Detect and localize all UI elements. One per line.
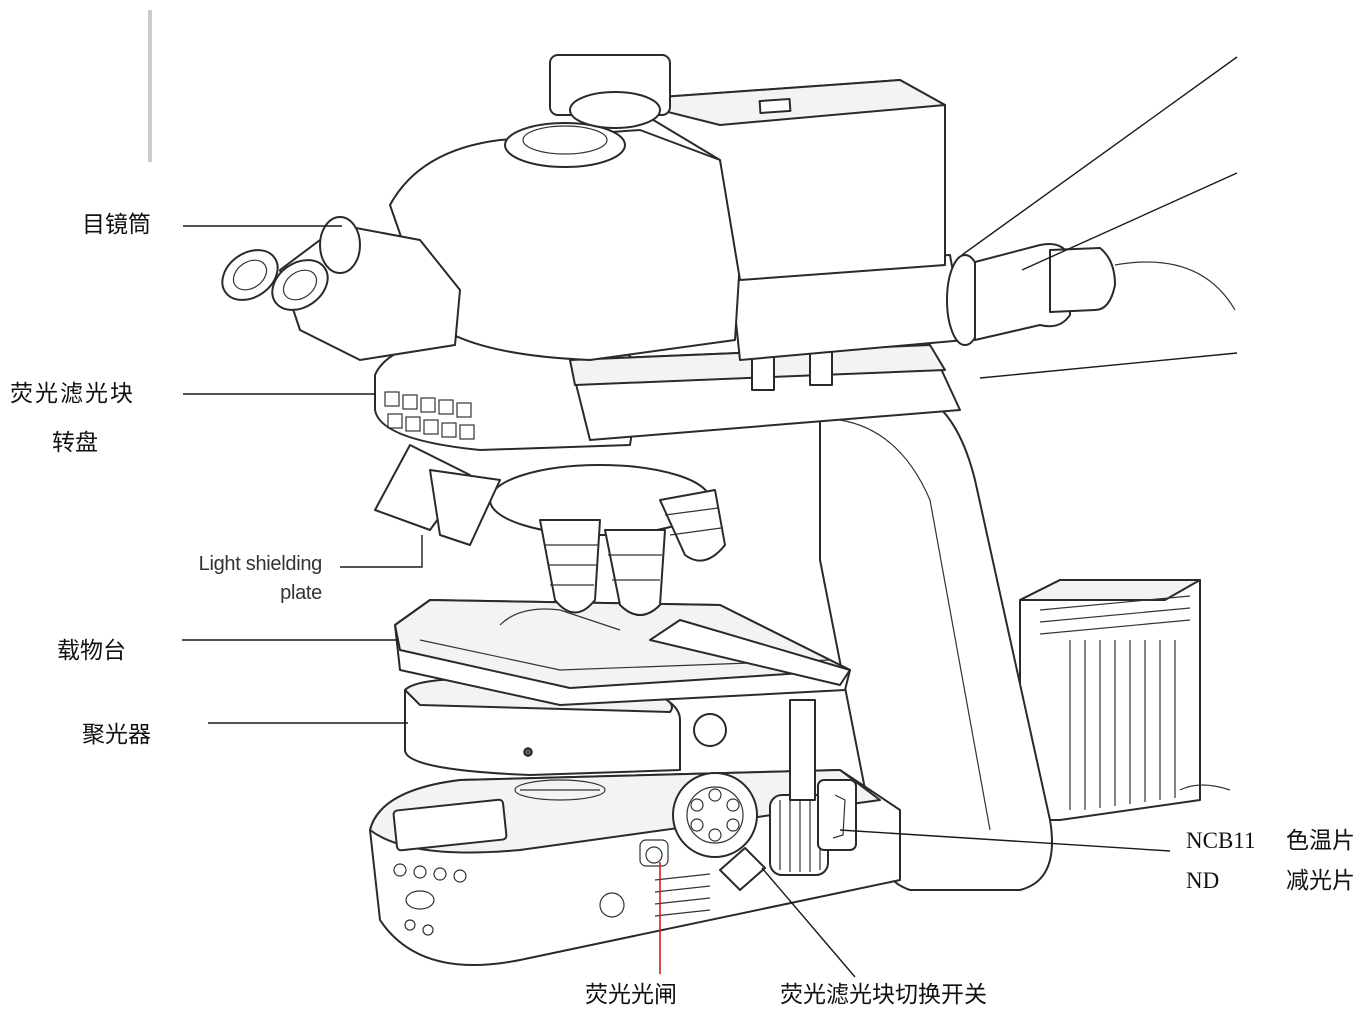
epi-illuminator xyxy=(569,243,1236,441)
leader-lines xyxy=(182,56,1238,978)
lamp-housing xyxy=(1019,579,1231,821)
light-shielding-label-line1: Light shielding xyxy=(198,553,323,575)
filter-turret-label-line1: 荧光滤光块 xyxy=(10,381,135,407)
left-margin-bar xyxy=(148,10,152,162)
light-shielding-plate xyxy=(374,444,501,546)
ncb11-code-label: NCB11 xyxy=(1186,828,1256,853)
filter-turret-label-line2: 转盘 xyxy=(52,430,98,456)
microscope-base xyxy=(369,769,901,966)
stage-label: 载物台 xyxy=(57,638,126,664)
stage-body xyxy=(394,599,851,706)
nd-ncb-filter-slots xyxy=(817,779,857,851)
nd-code-label: ND xyxy=(1186,868,1220,893)
trinocular-head xyxy=(389,54,946,361)
fluor-shutter-label: 荧光光闸 xyxy=(585,982,677,1008)
filter-wheel-knob xyxy=(672,772,766,891)
filter-switch-label: 荧光滤光块切换开关 xyxy=(780,982,987,1008)
nd-desc-label: 减光片 xyxy=(1286,868,1355,894)
eyepiece-tube xyxy=(221,216,461,361)
objectives xyxy=(489,464,726,616)
eyepiece-tube-label: 目镜筒 xyxy=(82,212,151,238)
focus-knob xyxy=(769,699,829,876)
base-control-buttons xyxy=(393,863,467,936)
ncb11-desc-label: 色温片 xyxy=(1286,828,1355,854)
light-shielding-label-line2: plate xyxy=(280,582,322,604)
condenser-label: 聚光器 xyxy=(82,722,151,748)
